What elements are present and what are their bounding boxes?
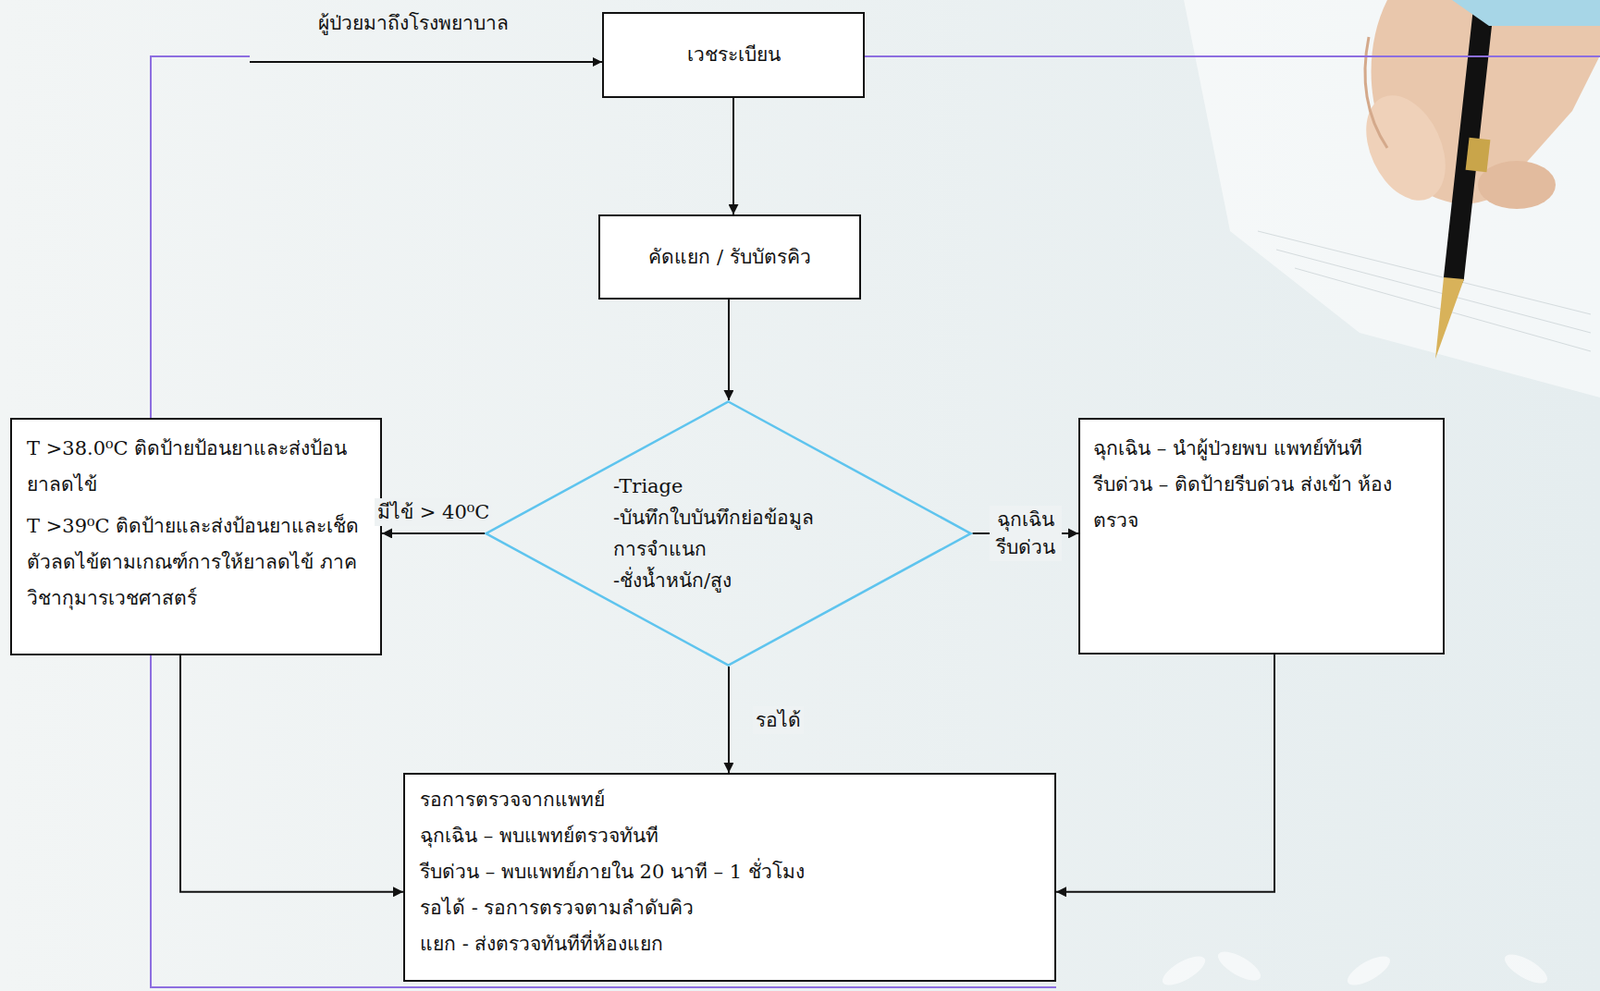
- node-text: รีบด่วน – ติดป้ายรีบด่วน ส่งเข้า ห้องตรว…: [1093, 467, 1430, 540]
- diamond-outline: [484, 400, 973, 667]
- node-text: รีบด่วน – พบแพทย์ภายใน 20 นาที – 1 ชั่วโ…: [419, 854, 1040, 891]
- flow-start-label: ผู้ป่วยมาถึงโรงพยาบาล: [318, 5, 509, 42]
- process-box: คัดแยก / รับบัตรคิว: [598, 214, 862, 300]
- node-text: แยก - ส่งตรวจทันทีที่ห้องแยก: [419, 926, 1040, 963]
- edge-label: รอได้: [752, 706, 804, 735]
- node-text: -ชั่งน้ำหนัก/สูง: [613, 565, 845, 597]
- connector-arrow: [381, 532, 485, 535]
- node-text: รอการตรวจจากแพทย์: [419, 782, 1040, 819]
- edge-label: ฉุกเฉิน รีบด่วน: [989, 505, 1062, 562]
- node-text: ฉุกเฉิน – นำผู้ป่วยพบ แพทย์ทันที: [1093, 430, 1430, 468]
- node-text: เวชระเบียน: [687, 36, 781, 74]
- paper-sheet: [1183, 0, 1600, 398]
- pen-illustration: [1435, 0, 1485, 359]
- process-box: รอการตรวจจากแพทย์ฉุกเฉิน – พบแพทย์ตรวจทั…: [403, 773, 1057, 983]
- process-box: เวชระเบียน: [602, 12, 865, 99]
- node-text: -Triage: [613, 470, 845, 503]
- connector-arrow: [1056, 654, 1275, 893]
- header-band: [1452, 0, 1600, 26]
- process-box: T >38.0⁰C ติดป้ายป้อนยาและส่งป้อน ยาลดไข…: [10, 418, 382, 656]
- node-text: T >38.0⁰C ติดป้ายป้อนยาและส่งป้อน ยาลดไข…: [26, 430, 366, 504]
- edge-label: มีไข้ > 40⁰C: [374, 498, 493, 527]
- leaf-watermark: [1157, 946, 1551, 991]
- node-text: ฉุกเฉิน – พบแพทย์ตรวจทันที: [419, 818, 1040, 855]
- diamond-shape: [486, 401, 972, 665]
- connector-arrow: [727, 666, 730, 774]
- connector-arrow: [727, 299, 730, 401]
- node-text: คัดแยก / รับบัตรคิว: [648, 239, 811, 276]
- diamond-text-block: -Triage-บันทึกใบบันทึกย่อข้อมูล การจำแนก…: [613, 470, 845, 597]
- decision-diamond: -Triage-บันทึกใบบันทึกย่อข้อมูล การจำแนก…: [484, 400, 973, 667]
- node-text: รอได้ - รอการตรวจตามลำดับคิว: [419, 890, 1040, 927]
- node-text: -บันทึกใบบันทึกย่อข้อมูล การจำแนก: [613, 502, 845, 566]
- process-box: ฉุกเฉิน – นำผู้ป่วยพบ แพทย์ทันทีรีบด่วน …: [1078, 418, 1445, 655]
- node-text: T >39⁰C ติดป้ายและส่งป้อนยาและเช็ด ตัวลด…: [26, 508, 366, 617]
- connector-arrow: [732, 98, 735, 215]
- paper-lines: [1257, 231, 1591, 352]
- connector-arrow: [180, 655, 404, 893]
- entry-arrow: [249, 61, 603, 63]
